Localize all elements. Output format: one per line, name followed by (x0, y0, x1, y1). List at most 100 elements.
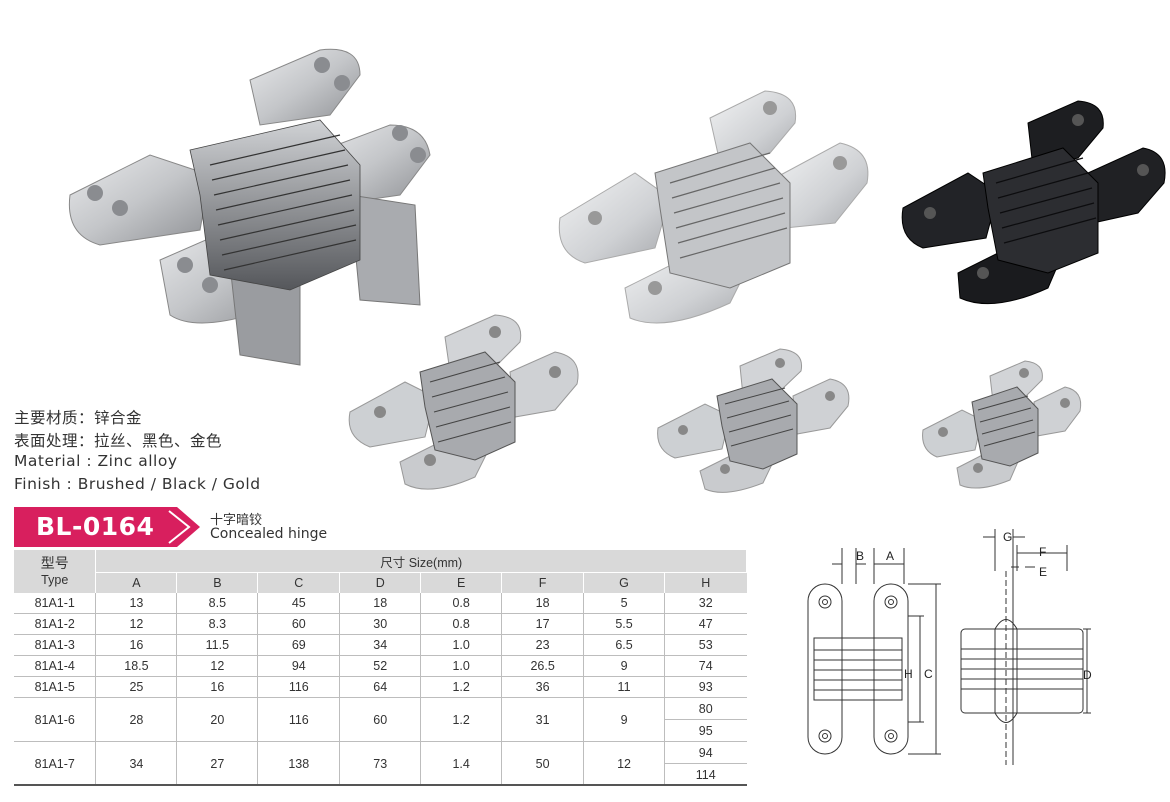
cell-f: 50 (501, 741, 585, 785)
cell-b: 27 (176, 741, 259, 785)
col-header-b: B (176, 572, 259, 593)
cell-h: 74 (664, 655, 747, 677)
hinge-image-small-1 (345, 312, 585, 492)
type-header-en: Type (41, 572, 69, 587)
col-header-g: G (583, 572, 666, 593)
cell-d: 30 (339, 613, 422, 635)
table-row: 81A1-4 18.5 12 94 52 1.0 26.5 9 74 (14, 655, 747, 677)
cell-h: 114 (695, 767, 716, 782)
cell-b: 11.5 (176, 634, 259, 656)
cell-h: 53 (664, 634, 747, 656)
cell-g: 9 (583, 655, 666, 677)
cell-b: 8.3 (176, 613, 259, 635)
cell-d: 60 (339, 697, 422, 742)
table-row: 81A1-3 16 11.5 69 34 1.0 23 6.5 53 (14, 634, 747, 656)
hinge-image-small-3 (920, 358, 1085, 490)
cell-e: 1.4 (420, 741, 503, 785)
size-table: 型号 Type 尺寸 Size(mm) A B C D E F G H 81A1… (14, 550, 747, 785)
type-header: 型号 Type (14, 550, 97, 593)
cell-d: 73 (339, 741, 422, 785)
cell-h: 32 (664, 593, 747, 614)
cell-e: 1.0 (420, 634, 503, 656)
cell-f: 31 (501, 697, 585, 742)
cell-g: 5 (583, 593, 666, 614)
cell-c: 45 (257, 593, 341, 614)
cell-a: 25 (95, 676, 178, 698)
cell-h: 80 (664, 697, 747, 720)
dim-label-g: G (1003, 530, 1012, 544)
dim-label-e: E (1039, 565, 1047, 579)
cell-d: 34 (339, 634, 422, 656)
cell-e: 0.8 (420, 613, 503, 635)
col-header-e: E (420, 572, 503, 593)
finish-cn: 表面处理：拉丝、黑色、金色 (14, 432, 223, 450)
cell-a: 18.5 (95, 655, 178, 677)
table-row: 81A1-6 28 20 116 60 1.2 31 9 80 (14, 697, 747, 742)
cell-a: 12 (95, 613, 178, 635)
cell-b: 8.5 (176, 593, 259, 614)
table-row: 81A1-1 13 8.5 45 18 0.8 18 5 32 (14, 593, 747, 614)
side-view-drawing: G F E D (955, 525, 1105, 775)
banner-shape (14, 507, 200, 547)
model-number: BL-0164 (36, 512, 155, 541)
cell-a: 13 (95, 593, 178, 614)
cell-f: 26.5 (501, 655, 585, 677)
cell-b: 20 (176, 697, 259, 742)
cell-h: 93 (664, 676, 747, 698)
cell-c: 94 (257, 655, 341, 677)
cell-c: 60 (257, 613, 341, 635)
col-header-h: H (664, 572, 747, 593)
cell-f: 18 (501, 593, 585, 614)
size-header: 尺寸 Size(mm) (95, 550, 747, 573)
col-header-c: C (257, 572, 341, 593)
dim-label-d: D (1083, 668, 1092, 682)
material-cn: 主要材质：锌合金 (14, 409, 143, 427)
cell-e: 0.8 (420, 593, 503, 614)
cell-e: 1.0 (420, 655, 503, 677)
finish-en: Finish : Brushed / Black / Gold (14, 475, 261, 493)
cell-type: 81A1-2 (14, 613, 97, 635)
table-row: 114 (14, 764, 747, 786)
cell-g: 12 (583, 741, 666, 785)
cell-b: 12 (176, 655, 259, 677)
dim-label-b: B (856, 549, 864, 563)
table-row: 81A1-5 25 16 116 64 1.2 36 11 93 (14, 676, 747, 698)
col-header-f: F (501, 572, 585, 593)
cell-type: 81A1-6 (14, 697, 97, 742)
product-name-cn: 十字暗铰 (210, 513, 263, 528)
material-en: Material : Zinc alloy (14, 452, 178, 470)
cell-e: 1.2 (420, 676, 503, 698)
table-row: 81A1-7 34 27 138 73 1.4 50 12 94 (14, 741, 747, 785)
table-row: 81A1-2 12 8.3 60 30 0.8 17 5.5 47 (14, 613, 747, 635)
cell-g: 6.5 (583, 634, 666, 656)
cell-c: 116 (257, 697, 341, 742)
cell-h: 47 (664, 613, 747, 635)
type-header-cn: 型号 (40, 554, 69, 571)
cell-type: 81A1-3 (14, 634, 97, 656)
cell-a: 34 (95, 741, 178, 785)
cell-h: 95 (664, 719, 747, 742)
cell-a: 16 (95, 634, 178, 656)
col-header-a: A (95, 572, 178, 593)
hinge-image-small-2 (655, 346, 855, 494)
model-banner: BL-0164 (14, 507, 200, 547)
dim-label-c: C (924, 667, 933, 681)
col-header-d: D (339, 572, 422, 593)
table-bottom-rule (14, 784, 747, 786)
cell-g: 9 (583, 697, 666, 742)
front-view-drawing: B A H C (796, 540, 956, 770)
hinge-image-brushed-silver (555, 88, 875, 328)
cell-c: 69 (257, 634, 341, 656)
product-name-en: Concealed hinge (210, 526, 328, 542)
hinge-image-large-silver (60, 45, 460, 370)
cell-a: 28 (95, 697, 178, 742)
hinge-image-black (898, 98, 1168, 310)
cell-f: 17 (501, 613, 585, 635)
cell-d: 18 (339, 593, 422, 614)
cell-g: 11 (583, 676, 666, 698)
cell-type: 81A1-4 (14, 655, 97, 677)
cell-b: 16 (176, 676, 259, 698)
cell-g: 5.5 (583, 613, 666, 635)
dim-label-f: F (1039, 545, 1046, 559)
cell-d: 64 (339, 676, 422, 698)
